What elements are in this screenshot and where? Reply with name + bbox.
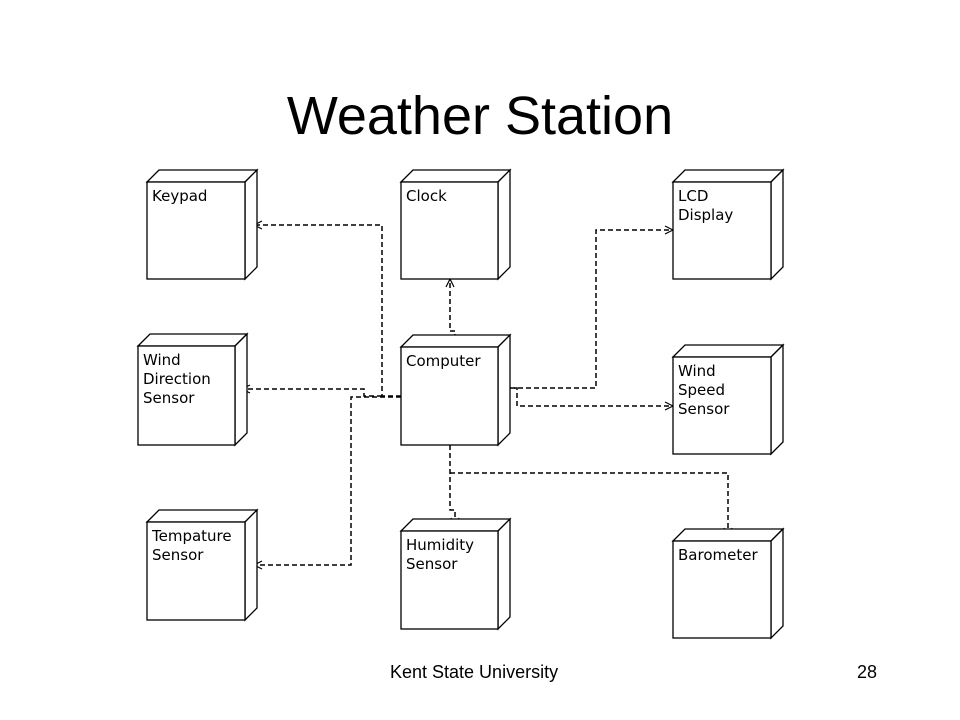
node-keypad: Keypad	[145, 168, 259, 281]
node-label-line: Keypad	[152, 187, 207, 205]
node-top-face	[671, 169, 785, 183]
node-barometer: Barometer	[671, 527, 785, 640]
node-label-line: Sensor	[143, 389, 195, 407]
node-side-face	[244, 168, 258, 281]
dependency-arrow-wind-speed-sensor	[498, 387, 673, 406]
node-front-face	[672, 356, 772, 455]
node-side-face	[770, 343, 784, 456]
node-side-face	[770, 168, 784, 281]
node-side-face	[497, 333, 511, 447]
node-front-face	[400, 346, 499, 446]
node-label-line: Direction	[143, 370, 211, 388]
node-front-face	[137, 345, 236, 446]
node-top-face	[399, 334, 512, 348]
node-side-face	[770, 527, 784, 640]
node-side-face	[497, 517, 511, 631]
node-label-line: LCD	[678, 187, 708, 205]
node-label-line: Barometer	[678, 546, 758, 564]
node-label-line: Clock	[406, 187, 447, 205]
node-side-face	[244, 508, 258, 622]
slide-title: Weather Station	[286, 86, 674, 146]
node-side-face	[234, 332, 248, 447]
dependency-arrow-humidity-sensor	[449, 445, 455, 526]
node-front-face	[400, 530, 499, 630]
dependency-arrow-keypad	[254, 225, 401, 397]
node-label-line: Wind	[678, 362, 716, 380]
node-clock: Clock	[399, 168, 512, 281]
node-label-line: Sensor	[406, 555, 458, 573]
node-label-line: Wind	[143, 351, 181, 369]
node-label-line: Computer	[406, 352, 481, 370]
node-top-face	[399, 169, 512, 183]
node-label-line: Speed	[678, 381, 725, 399]
node-top-face	[136, 333, 249, 347]
node-computer: Computer	[399, 333, 512, 447]
node-top-face	[145, 169, 259, 183]
node-front-face	[672, 540, 772, 639]
node-label-line: Humidity	[406, 536, 474, 554]
dependency-arrow-tempature-sensor	[254, 396, 401, 565]
node-label-line: Sensor	[678, 400, 730, 418]
node-top-face	[671, 344, 785, 358]
node-label-line: Sensor	[152, 546, 204, 564]
node-label-line: Display	[678, 206, 733, 224]
footer-institution: Kent State University	[390, 662, 559, 682]
dependency-arrow-lcd-display	[502, 230, 673, 389]
node-top-face	[399, 518, 512, 532]
node-top-face	[145, 509, 259, 523]
node-front-face	[400, 181, 499, 280]
node-label-line: Tempature	[151, 527, 232, 545]
node-side-face	[497, 168, 511, 281]
dependency-arrow-barometer	[450, 472, 728, 536]
dependency-arrow-wind-direction-sensor	[242, 389, 382, 397]
node-front-face	[672, 181, 772, 280]
node-front-face	[146, 521, 246, 621]
page-number: 28	[857, 662, 878, 682]
node-front-face	[146, 181, 246, 280]
node-top-face	[671, 528, 785, 542]
